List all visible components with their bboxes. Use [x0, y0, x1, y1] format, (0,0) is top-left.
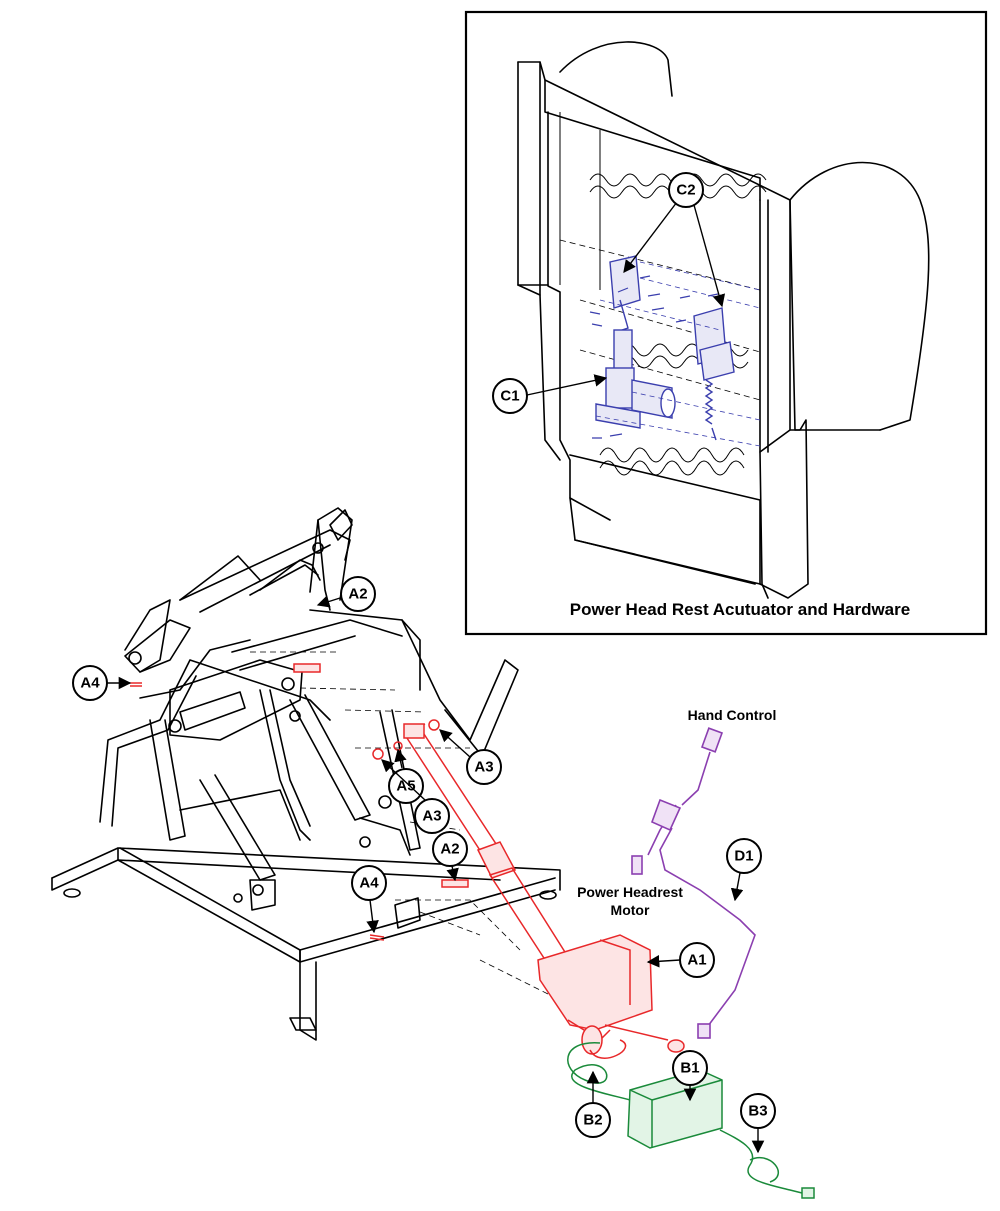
headrest-actuator — [589, 255, 761, 447]
hand-control-cable — [631, 727, 756, 1039]
svg-text:A2: A2 — [440, 841, 459, 858]
hand-control-label: Hand Control — [688, 707, 777, 723]
svg-text:A4: A4 — [359, 875, 379, 892]
svg-text:A3: A3 — [474, 759, 493, 776]
callout-a4-bottom: A4 — [351, 865, 387, 934]
callout-a4-top: A4 — [72, 665, 132, 701]
inset-panel: C2 C1 Power Head Rest Acutuator and Hard… — [464, 10, 988, 636]
callout-a5: A5 — [388, 748, 424, 804]
svg-text:B1: B1 — [680, 1060, 699, 1077]
svg-text:A2: A2 — [348, 586, 367, 603]
svg-text:A3: A3 — [422, 808, 441, 825]
power-headrest-label-line1: Power Headrest — [577, 884, 683, 900]
callout-b3: B3 — [740, 1093, 776, 1154]
svg-text:B2: B2 — [583, 1112, 602, 1129]
callout-b2: B2 — [575, 1070, 611, 1138]
svg-text:C2: C2 — [676, 182, 695, 199]
svg-text:C1: C1 — [500, 388, 519, 405]
callout-c2: C2 — [623, 172, 726, 308]
callout-a2-bottom: A2 — [432, 831, 468, 882]
svg-text:A1: A1 — [687, 952, 706, 969]
callout-a3-left: A3 — [381, 759, 450, 834]
svg-text:A5: A5 — [396, 778, 415, 795]
lift-actuator — [130, 663, 685, 1059]
callout-d1: D1 — [726, 838, 762, 902]
svg-text:D1: D1 — [734, 848, 753, 865]
power-headrest-label-line2: Motor — [611, 902, 650, 918]
inset-title: Power Head Rest Acutuator and Hardware — [570, 600, 910, 619]
svg-text:A4: A4 — [80, 675, 100, 692]
callout-c1: C1 — [492, 374, 608, 414]
callout-b1: B1 — [672, 1050, 708, 1102]
callout-a2-top: A2 — [316, 576, 376, 612]
svg-text:B3: B3 — [748, 1103, 767, 1120]
callout-a3-right: A3 — [439, 729, 502, 785]
callout-a1: A1 — [646, 942, 715, 978]
headrest-back-frame — [517, 41, 930, 599]
